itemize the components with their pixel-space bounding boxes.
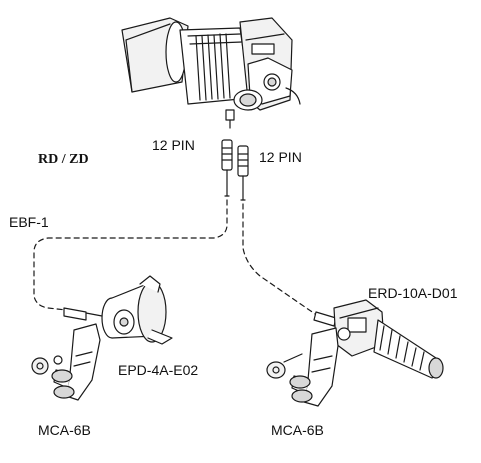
label-12pin-right: 12 PIN <box>259 149 302 165</box>
system-title: RD / ZD <box>38 152 89 167</box>
connector-right-12pin <box>237 145 249 201</box>
clamp-left-illustration <box>31 323 101 401</box>
lens-illustration <box>121 17 301 129</box>
clamp-right-illustration <box>266 327 339 407</box>
label-clamp-right: MCA-6B <box>271 422 324 438</box>
label-zoom-demand: ERD-10A-D01 <box>368 285 458 301</box>
cable-to-zoom-demand <box>242 203 319 317</box>
label-focus-demand: EPD-4A-E02 <box>118 362 199 378</box>
connector-left-12pin <box>221 139 233 197</box>
label-clamp-left: MCA-6B <box>38 422 91 438</box>
label-cable-ebf1: EBF-1 <box>9 214 49 230</box>
focus-demand-illustration <box>63 275 173 345</box>
label-12pin-left: 12 PIN <box>152 137 195 153</box>
